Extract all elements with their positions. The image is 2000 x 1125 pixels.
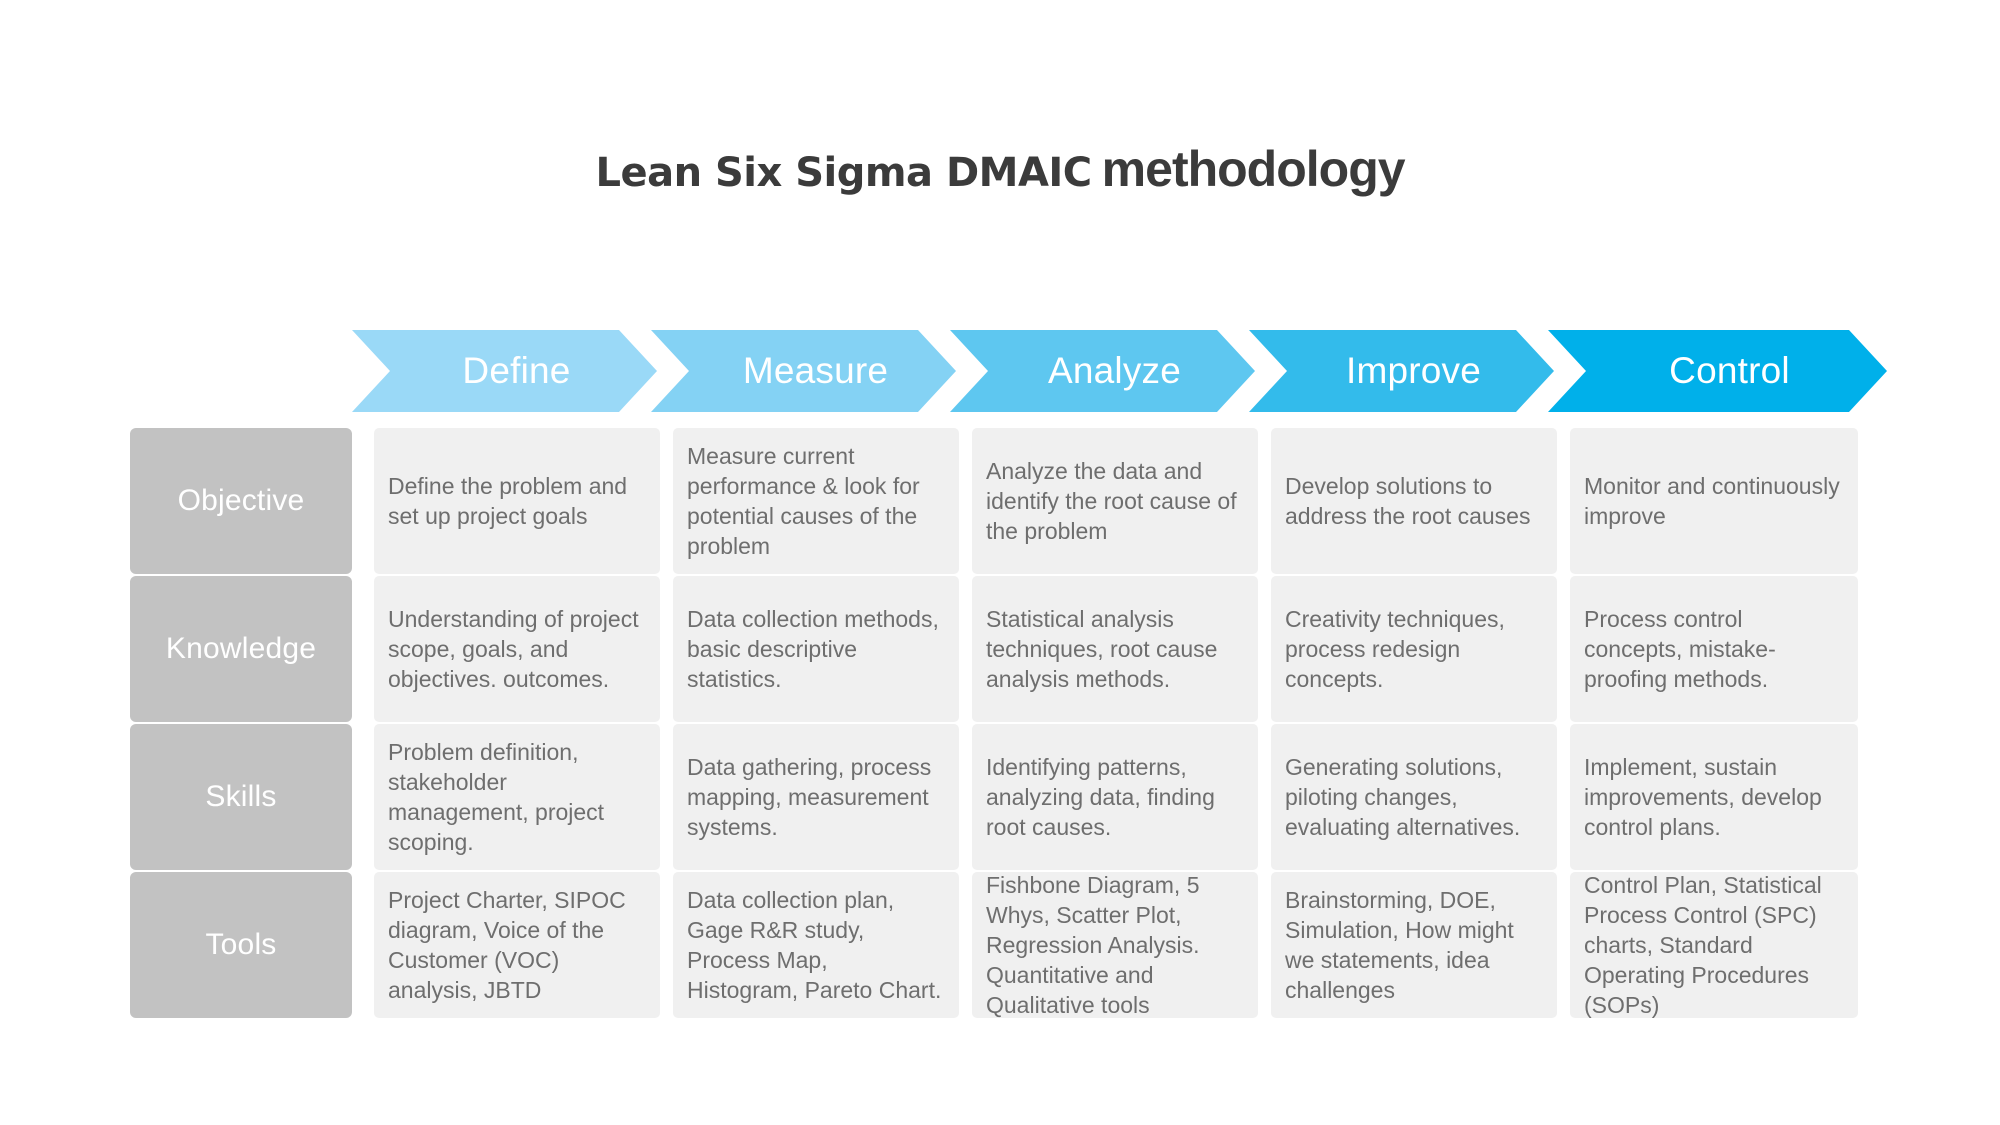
phase-label-define: Define	[462, 350, 571, 391]
cell-text: Define the problem and set up project go…	[388, 473, 628, 529]
cell-text: Implement, sustain improvements, develop…	[1584, 754, 1822, 840]
cell-text: Process control concepts, mistake-proofi…	[1584, 606, 1776, 692]
title-light-part: methodology	[1101, 141, 1406, 197]
cell-text: Problem definition, stakeholder manageme…	[388, 739, 605, 855]
row-label-skills: Skills	[130, 724, 352, 870]
phase-label-analyze: Analyze	[1047, 350, 1182, 391]
phase-chevron-analyze[interactable]: Analyze	[950, 330, 1255, 412]
table-row: Objective Define the problem and set up …	[130, 428, 1858, 574]
cell-text: Data gathering, process mapping, measure…	[687, 754, 932, 840]
row-label-objective: Objective	[130, 428, 352, 574]
chevron-shape-icon	[651, 330, 956, 412]
cell-skills-improve: Generating solutions, piloting changes, …	[1271, 724, 1557, 870]
chevron-shape-icon	[1548, 330, 1887, 412]
table-row: Knowledge Understanding of project scope…	[130, 576, 1858, 722]
cell-skills-define: Problem definition, stakeholder manageme…	[374, 724, 660, 870]
cell-text: Project Charter, SIPOC diagram, Voice of…	[388, 887, 626, 1003]
table-row: Tools Project Charter, SIPOC diagram, Vo…	[130, 872, 1858, 1018]
cell-text: Data collection methods, basic descripti…	[687, 606, 939, 692]
cell-text: Monitor and continuously improve	[1584, 473, 1840, 529]
phase-chevron-define[interactable]: Define	[352, 330, 657, 412]
cell-knowledge-analyze: Statistical analysis techniques, root ca…	[972, 576, 1258, 722]
cell-knowledge-control: Process control concepts, mistake-proofi…	[1570, 576, 1858, 722]
dmaic-matrix: Objective Define the problem and set up …	[130, 428, 1858, 1028]
cell-knowledge-measure: Data collection methods, basic descripti…	[673, 576, 959, 722]
cell-text: Creativity techniques, process redesign …	[1285, 606, 1505, 692]
cell-text: Identifying patterns, analyzing data, fi…	[986, 754, 1215, 840]
cell-objective-analyze: Analyze the data and identify the root c…	[972, 428, 1258, 574]
chevron-shape-icon	[352, 330, 657, 412]
cell-skills-control: Implement, sustain improvements, develop…	[1570, 724, 1858, 870]
row-label-text: Objective	[177, 484, 305, 517]
cell-knowledge-improve: Creativity techniques, process redesign …	[1271, 576, 1557, 722]
row-label-text: Skills	[205, 780, 277, 813]
cell-text: Develop solutions to address the root ca…	[1285, 473, 1531, 529]
cell-text: Analyze the data and identify the root c…	[986, 458, 1237, 544]
cell-text: Brainstorming, DOE, Simulation, How migh…	[1285, 887, 1514, 1003]
cell-tools-define: Project Charter, SIPOC diagram, Voice of…	[374, 872, 660, 1018]
cell-text: Understanding of project scope, goals, a…	[388, 606, 639, 692]
cell-objective-define: Define the problem and set up project go…	[374, 428, 660, 574]
cell-tools-improve: Brainstorming, DOE, Simulation, How migh…	[1271, 872, 1557, 1018]
cell-text: Data collection plan, Gage R&R study, Pr…	[687, 887, 942, 1003]
chevron-shape-icon	[950, 330, 1255, 412]
cell-text: Measure current performance & look for p…	[687, 443, 920, 559]
row-label-text: Tools	[205, 928, 277, 961]
row-label-knowledge: Knowledge	[130, 576, 352, 722]
cell-text: Statistical analysis techniques, root ca…	[986, 606, 1218, 692]
cell-text: Fishbone Diagram, 5 Whys, Scatter Plot, …	[986, 872, 1200, 1018]
cell-knowledge-define: Understanding of project scope, goals, a…	[374, 576, 660, 722]
cell-objective-improve: Develop solutions to address the root ca…	[1271, 428, 1557, 574]
phase-chevron-measure[interactable]: Measure	[651, 330, 956, 412]
phase-label-improve: Improve	[1345, 350, 1482, 391]
row-label-text: Knowledge	[165, 632, 317, 665]
phase-banner: Define Measure Analyze Improve Control	[352, 330, 1887, 412]
title-strong-part: Lean Six Sigma DMAIC	[595, 150, 1092, 196]
cell-tools-control: Control Plan, Statistical Process Contro…	[1570, 872, 1858, 1018]
phase-label-control: Control	[1669, 350, 1790, 391]
cell-skills-analyze: Identifying patterns, analyzing data, fi…	[972, 724, 1258, 870]
cell-text: Control Plan, Statistical Process Contro…	[1584, 872, 1822, 1018]
phase-chevron-improve[interactable]: Improve	[1249, 330, 1554, 412]
table-row: Skills Problem definition, stakeholder m…	[130, 724, 1858, 870]
cell-skills-measure: Data gathering, process mapping, measure…	[673, 724, 959, 870]
cell-tools-analyze: Fishbone Diagram, 5 Whys, Scatter Plot, …	[972, 872, 1258, 1018]
row-label-tools: Tools	[130, 872, 352, 1018]
cell-text: Generating solutions, piloting changes, …	[1285, 754, 1521, 840]
chevron-shape-icon	[1249, 330, 1554, 412]
phase-label-measure: Measure	[742, 350, 889, 391]
phase-chevron-control[interactable]: Control	[1548, 330, 1887, 412]
cell-tools-measure: Data collection plan, Gage R&R study, Pr…	[673, 872, 959, 1018]
cell-objective-control: Monitor and continuously improve	[1570, 428, 1858, 574]
cell-objective-measure: Measure current performance & look for p…	[673, 428, 959, 574]
